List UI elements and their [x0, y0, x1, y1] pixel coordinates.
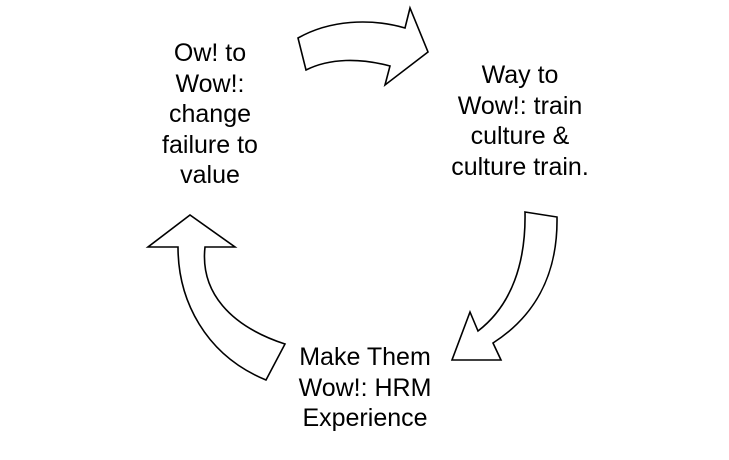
node-way-to-wow: Way to Wow!: train culture & culture tra…: [420, 60, 620, 182]
node-way-line-2: Wow!: train: [457, 91, 583, 120]
arrow-ow-to-way: [297, 5, 429, 88]
node-ow-line-1: Ow! to: [173, 39, 247, 67]
node-make-line-3: Experience: [302, 404, 428, 432]
node-ow-line-4: failure to: [162, 130, 258, 159]
arrow-way-to-make: [450, 211, 558, 361]
node-ow-line-5: value: [180, 161, 240, 189]
node-way-line-4: culture train.: [451, 152, 589, 181]
node-way-line-1: Way to: [481, 61, 559, 89]
node-ow-to-wow: Ow! to Wow!: change failure to value: [130, 38, 290, 191]
node-way-line-3: culture &: [470, 122, 570, 150]
node-make-line-2: Wow!: HRM: [298, 373, 432, 402]
node-make-them-wow: Make Them Wow!: HRM Experience: [270, 342, 460, 434]
node-make-line-1: Make Them: [299, 343, 431, 371]
node-ow-line-3: change: [168, 100, 252, 128]
arrow-make-to-ow: [145, 214, 287, 382]
node-ow-line-2: Wow!:: [175, 69, 245, 98]
